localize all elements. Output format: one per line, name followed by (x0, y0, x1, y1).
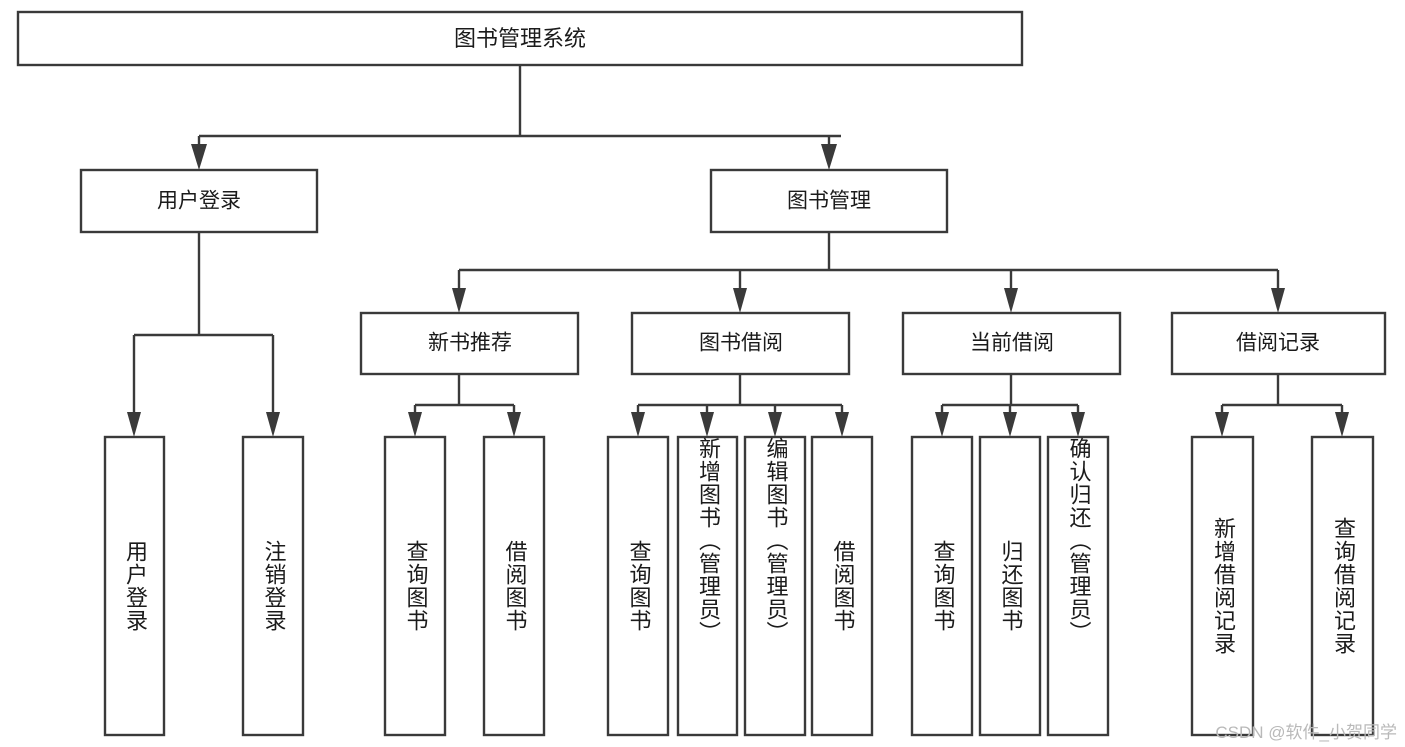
arrow-new-book-recommend-leaf1-icon (408, 412, 422, 437)
leaf-box-logout[interactable] (241, 435, 305, 737)
leaf-box-return-book[interactable] (978, 435, 1042, 737)
arrow-to-borrow-record-icon (1271, 288, 1285, 313)
connector-group-book-manage (452, 232, 1285, 313)
connector-group-current-borrow (935, 374, 1085, 437)
node-root-label: 图书管理系统 (454, 26, 586, 51)
leaf-box-borrow-book-2[interactable] (810, 435, 874, 737)
arrow-to-current-borrow-icon (1004, 288, 1018, 313)
connector-group-root (191, 65, 841, 170)
arrow-book-borrow-leaf2-icon (700, 412, 714, 437)
arrow-book-borrow-leaf3-icon (768, 412, 782, 437)
arrow-borrow-record-leaf2-icon (1335, 412, 1349, 437)
leaf-box-query-book-2[interactable] (606, 435, 670, 737)
arrow-book-borrow-leaf1-icon (631, 412, 645, 437)
node-borrow-record-box[interactable] (1170, 311, 1387, 376)
leaf-box-query-book-3[interactable] (910, 435, 974, 737)
arrow-current-borrow-leaf1-icon (935, 412, 949, 437)
node-root-box[interactable] (16, 10, 1024, 67)
leaf-box-borrow-book-1[interactable] (482, 435, 546, 737)
connector-group-book-borrow (631, 374, 849, 437)
node-new-book-recommend-label: 新书推荐 (428, 332, 512, 355)
leaf-box-add-record[interactable] (1190, 435, 1255, 737)
node-book-manage-label: 图书管理 (787, 190, 871, 213)
arrow-user-login-leaf1-icon (127, 412, 141, 437)
arrow-new-book-recommend-leaf2-icon (507, 412, 521, 437)
connector-group-borrow-record (1215, 374, 1349, 437)
node-book-manage-box[interactable] (709, 168, 949, 234)
node-book-manage[interactable]: 图书管理 (709, 168, 949, 234)
node-book-borrow-box[interactable] (630, 311, 851, 376)
arrow-to-book-borrow-icon (733, 288, 747, 313)
arrow-user-login-leaf2-icon (266, 412, 280, 437)
leaf-box-edit-book[interactable] (743, 435, 807, 737)
arrow-book-borrow-leaf4-icon (835, 412, 849, 437)
leaf-boxes-group (103, 435, 1375, 737)
watermark-text: CSDN @软件_小贺同学 (1215, 723, 1397, 742)
node-borrow-record-label: 借阅记录 (1236, 332, 1320, 355)
node-current-borrow-box[interactable] (901, 311, 1122, 376)
node-book-borrow-label: 图书借阅 (699, 332, 783, 355)
node-new-book-recommend[interactable]: 新书推荐 (359, 311, 580, 376)
node-current-borrow[interactable]: 当前借阅 (901, 311, 1122, 376)
leaf-box-confirm-return[interactable] (1046, 435, 1110, 737)
node-borrow-record[interactable]: 借阅记录 (1170, 311, 1387, 376)
arrow-root-to-user-login-icon (191, 144, 207, 170)
leaf-box-query-record[interactable] (1310, 435, 1375, 737)
leaf-box-add-book[interactable] (676, 435, 739, 737)
connector-group-user-login (127, 232, 280, 437)
arrow-current-borrow-leaf2-icon (1003, 412, 1017, 437)
arrow-current-borrow-leaf3-icon (1071, 412, 1085, 437)
node-user-login[interactable]: 用户登录 (79, 168, 319, 234)
node-user-login-box[interactable] (79, 168, 319, 234)
arrow-to-new-book-recommend-icon (452, 288, 466, 313)
node-new-book-recommend-box[interactable] (359, 311, 580, 376)
node-root[interactable]: 图书管理系统 (16, 10, 1024, 67)
connector-group-new-book-recommend (408, 374, 521, 437)
leaf-box-query-book-1[interactable] (383, 435, 447, 737)
node-current-borrow-label: 当前借阅 (970, 332, 1054, 355)
leaf-box-user-login[interactable] (103, 435, 166, 737)
node-user-login-label: 用户登录 (157, 190, 241, 213)
arrow-root-to-book-manage-icon (821, 144, 837, 170)
arrow-borrow-record-leaf1-icon (1215, 412, 1229, 437)
node-book-borrow[interactable]: 图书借阅 (630, 311, 851, 376)
